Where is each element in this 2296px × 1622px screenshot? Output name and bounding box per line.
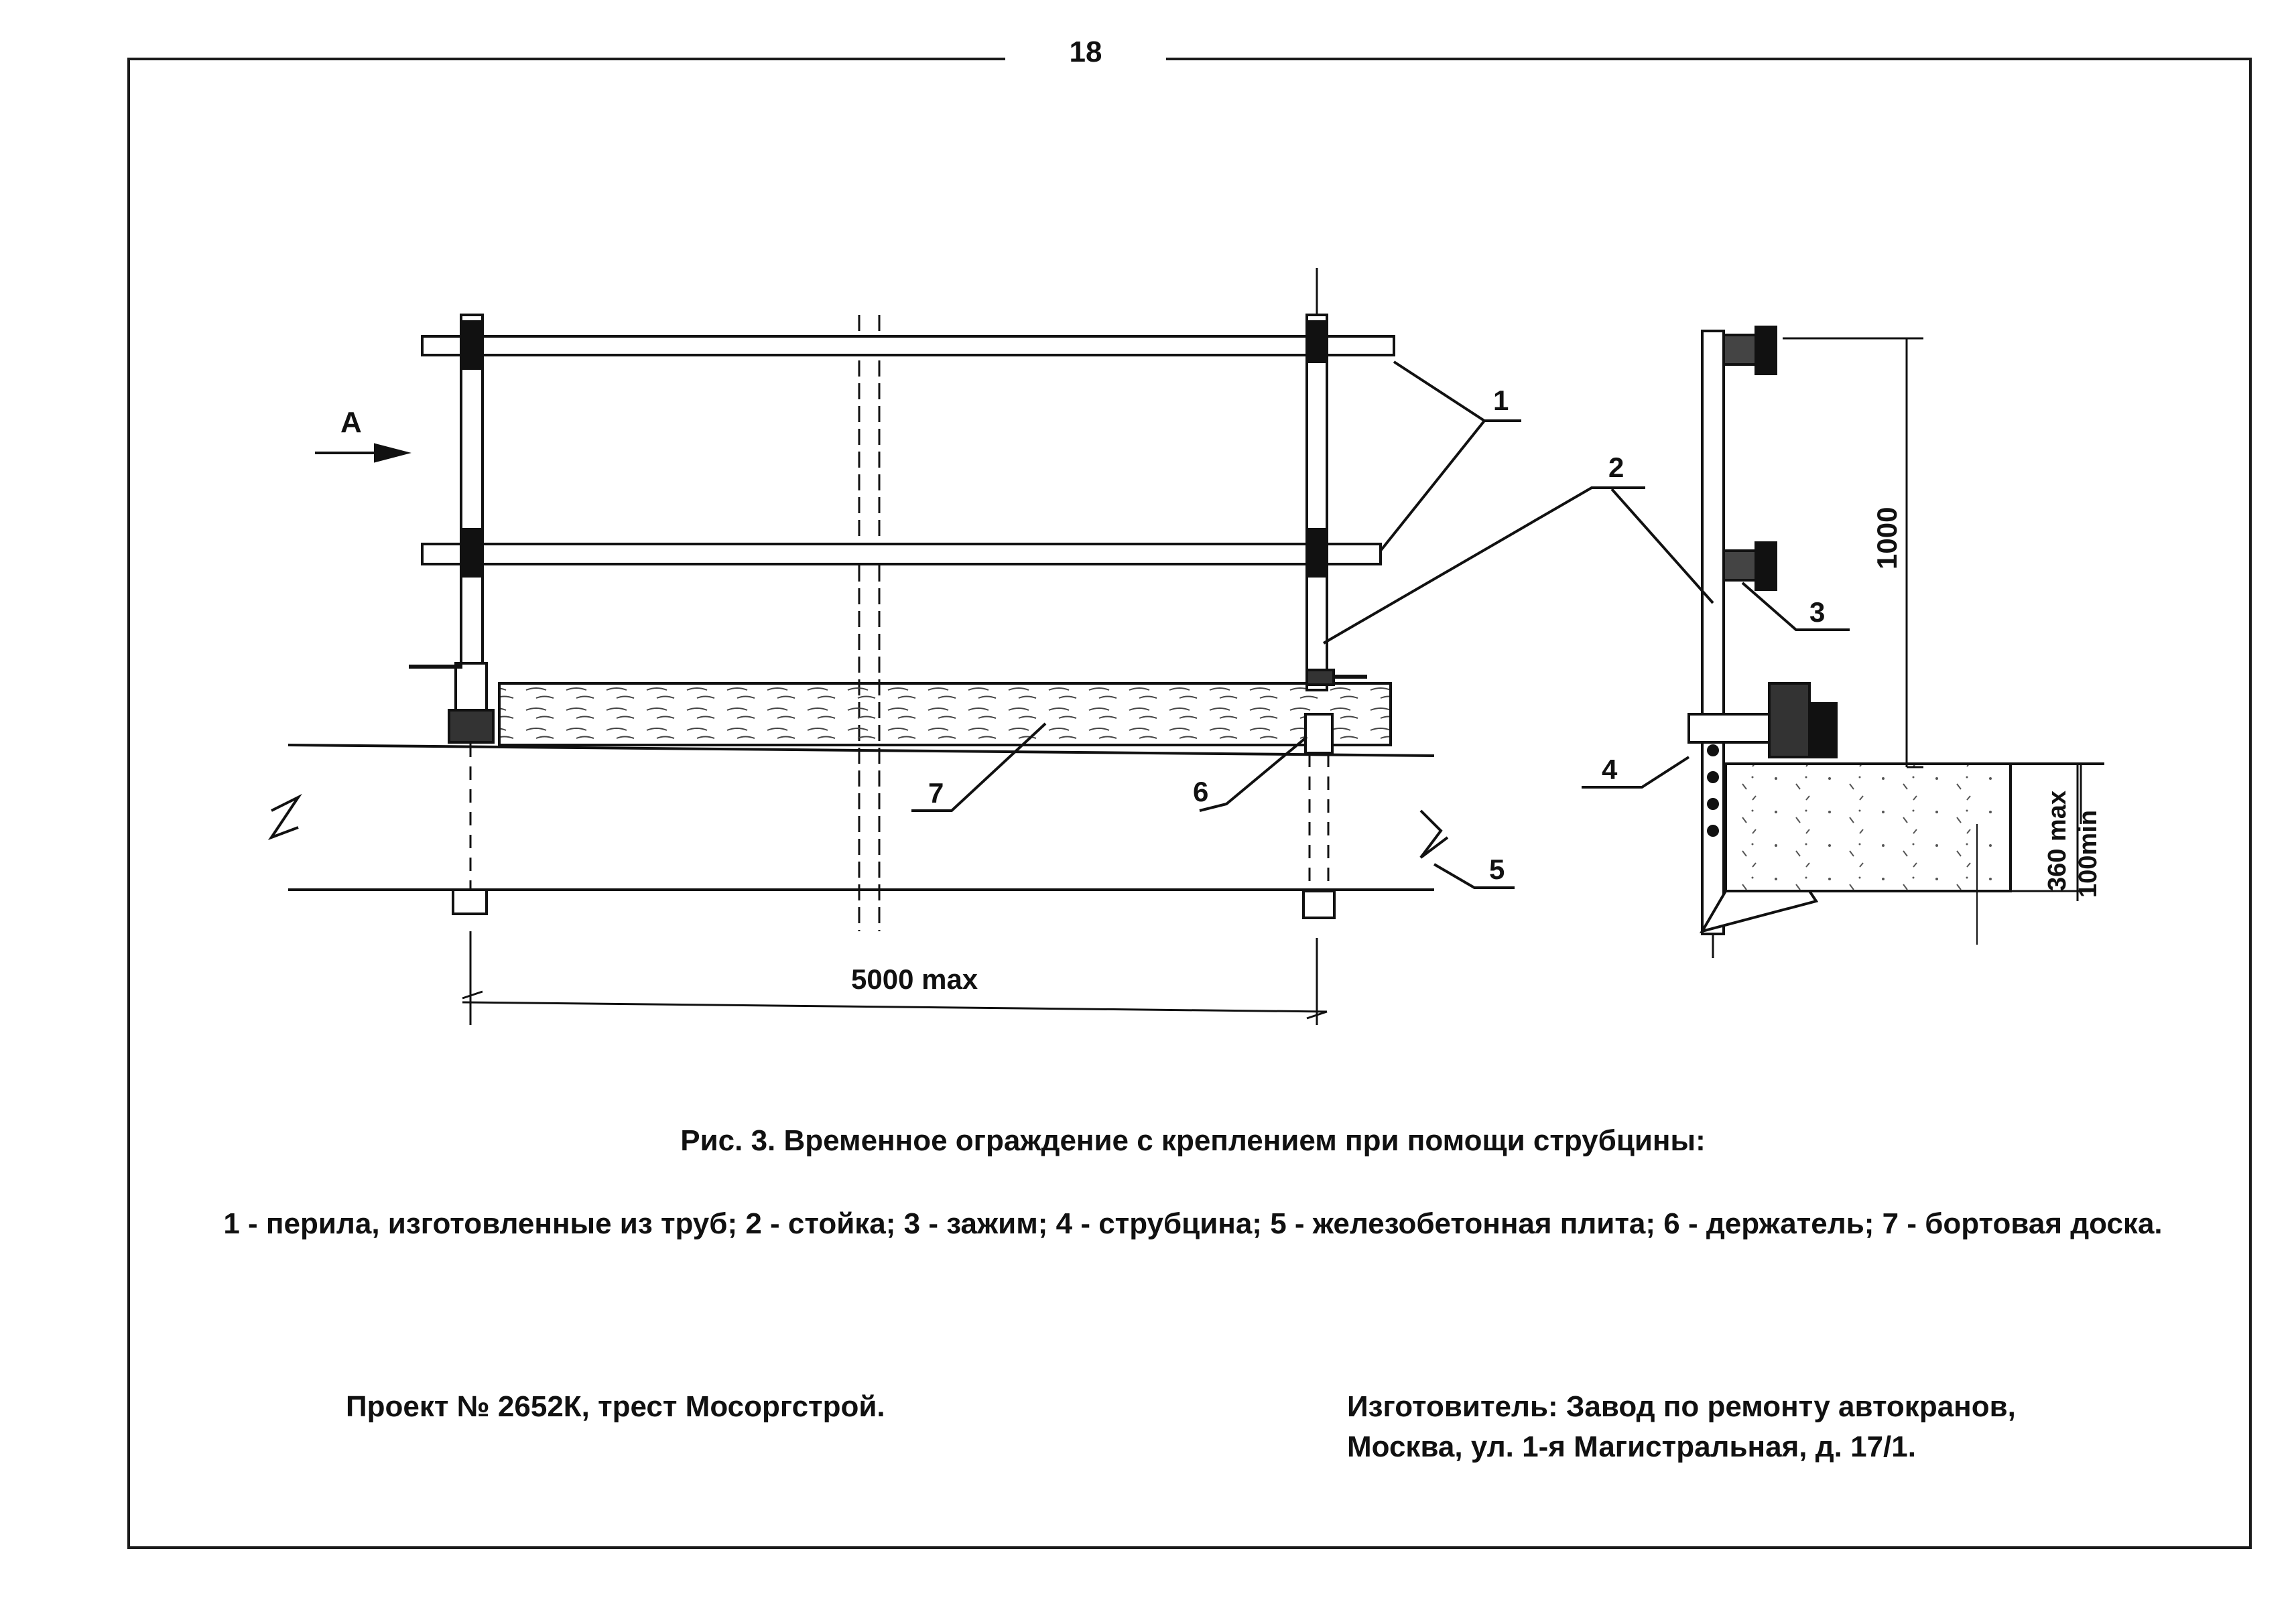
- dimension-line-span: [462, 1001, 1328, 1013]
- leader-7: [911, 722, 1047, 812]
- leader-5: [1433, 863, 1515, 889]
- top-rail: [421, 335, 1395, 356]
- callout-3: 3: [1809, 596, 1825, 628]
- leader-4: [1582, 756, 1690, 789]
- dimension-slab-max-label: 360 max: [2043, 791, 2071, 891]
- callout-5: 5: [1489, 854, 1505, 885]
- page-frame: [127, 58, 2252, 1549]
- right-post: [1305, 314, 1328, 691]
- break-left: [267, 793, 302, 841]
- callout-6: 6: [1193, 776, 1208, 807]
- page-number: 18: [1005, 32, 1166, 72]
- figure-caption-title: Рис. 3. Временное ограждение с крепление…: [680, 1124, 1706, 1157]
- dimension-height-label: 1000: [1871, 507, 1903, 569]
- callout-7: 7: [928, 777, 944, 809]
- dimension-slab-min-label: 100min: [2074, 810, 2102, 898]
- manufacturer-line-1: Изготовитель: Завод по ремонту автокрано…: [1347, 1390, 2016, 1423]
- technical-drawing: А 1 2 3 4 5 6 7 5000 max 1000 360 max 10…: [267, 268, 2104, 1025]
- side-post: [1701, 330, 1725, 935]
- manufacturer-block: Изготовитель: Завод по ремонту автокрано…: [1347, 1387, 2016, 1467]
- middle-rail: [421, 543, 1382, 565]
- project-reference: Проект № 2652К, трест Мосоргстрой.: [346, 1390, 885, 1423]
- left-post: [460, 314, 484, 691]
- toe-board: [498, 682, 1392, 746]
- callout-4: 4: [1602, 754, 1618, 785]
- leader-6: [1199, 736, 1308, 812]
- figure-caption-legend: 1 - перила, изготовленные из труб; 2 - с…: [223, 1207, 2163, 1240]
- side-slab: [1724, 762, 2012, 892]
- slab-top-line: [288, 744, 1435, 757]
- callout-2: 2: [1608, 452, 1624, 483]
- view-arrow-label: А: [340, 406, 362, 439]
- side-view: [1582, 326, 2104, 958]
- manufacturer-line-2: Москва, ул. 1-я Магистральная, д. 17/1.: [1347, 1430, 1916, 1463]
- callout-1: 1: [1493, 385, 1509, 416]
- leader-2: [1322, 486, 1645, 645]
- leader-2b: [1610, 488, 1714, 604]
- dimension-span-label: 5000 max: [851, 963, 978, 995]
- leader-1: [1379, 360, 1521, 552]
- front-view: [267, 268, 1645, 1025]
- break-right: [1419, 809, 1449, 859]
- leader-3: [1741, 582, 1850, 631]
